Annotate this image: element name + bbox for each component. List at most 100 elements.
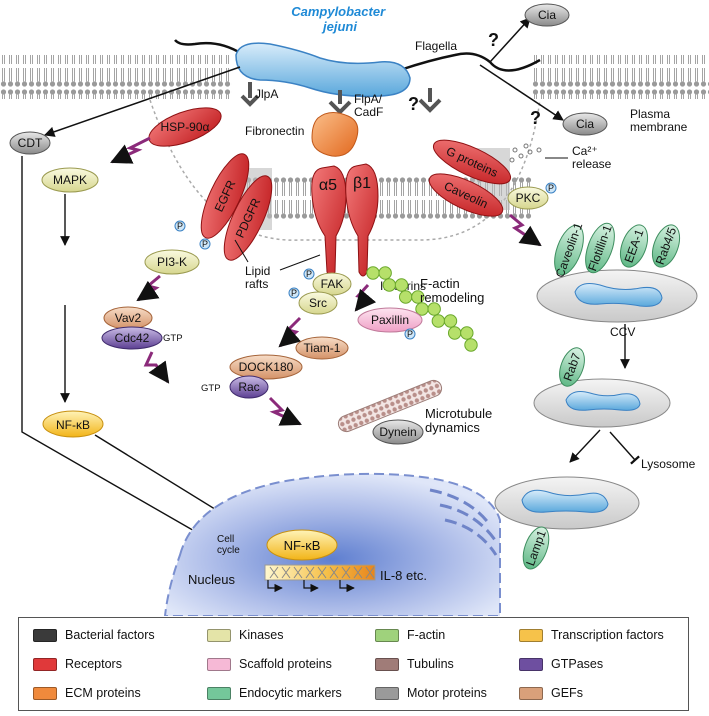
legend-swatch xyxy=(519,686,543,700)
paxillin-label: Paxillin xyxy=(371,313,409,327)
signal-cdc42 xyxy=(143,351,170,384)
f-actin-bead xyxy=(382,278,397,292)
phospho-fak xyxy=(303,268,315,280)
nucleus-label: Nucleus xyxy=(188,572,235,587)
plasma-membrane-left xyxy=(0,55,232,99)
phospho-pkc-label: P xyxy=(548,183,554,193)
flpa-label: FlpA/ CadF xyxy=(354,92,385,119)
microtubule xyxy=(337,379,443,433)
arrow-to-cia-bottom xyxy=(479,64,564,121)
nfkb-cytoplasm-label: NF-κB xyxy=(56,418,90,432)
cell-cycle-label: Cell cycle xyxy=(217,534,240,556)
f-actin-bead xyxy=(411,290,425,304)
legend-item: Motor proteins xyxy=(375,684,487,702)
fak-label: FAK xyxy=(321,277,344,291)
cia-bottom xyxy=(562,112,608,136)
legend-label: F-actin xyxy=(407,628,446,642)
legend-label: ECM proteins xyxy=(65,686,141,700)
dna-helix-pattern xyxy=(269,566,375,579)
legend-label: GTPases xyxy=(551,657,604,671)
microtubule-label: Microtubule dynamics xyxy=(425,406,496,435)
fibronectin-label: Fibronectin xyxy=(245,124,304,138)
legend-item: Bacterial factors xyxy=(33,626,155,644)
endoplasmic-reticulum xyxy=(429,488,498,556)
rac-label: Rac xyxy=(238,380,259,394)
legend-item: ECM proteins xyxy=(33,684,141,702)
campylobacter-jejuni xyxy=(235,42,411,98)
nfkb-nucleus xyxy=(266,529,338,561)
lamp1-marker xyxy=(522,526,550,570)
legend-swatch xyxy=(207,686,231,700)
transcription-arrows xyxy=(267,580,355,593)
legend-label: Motor proteins xyxy=(407,686,487,700)
f-actin-bead xyxy=(378,266,392,280)
legend-item: Receptors xyxy=(33,655,122,673)
flotillin1-marker xyxy=(585,222,615,274)
flagella-label: Flagella xyxy=(415,39,457,53)
unknown-adhesin xyxy=(418,88,442,113)
signal-hsp90-to-mapk xyxy=(110,136,151,164)
ccv-label: CCV xyxy=(610,325,635,339)
dynein xyxy=(372,419,424,445)
f-actin-bead xyxy=(431,314,446,328)
signal-rac xyxy=(268,396,302,426)
f-actin-bead xyxy=(394,278,409,292)
legend-swatch xyxy=(375,657,399,671)
legend-swatch xyxy=(207,628,231,642)
lipid-raft-pointer-1 xyxy=(234,239,249,263)
legend-item: Endocytic markers xyxy=(207,684,342,702)
legend-item: Kinases xyxy=(207,626,283,644)
legend-label: Kinases xyxy=(239,628,284,642)
hsp90-label: HSP-90α xyxy=(161,120,210,134)
dna-mark xyxy=(305,566,315,579)
legend-item: Scaffold proteins xyxy=(207,655,332,673)
pi3k xyxy=(144,249,200,275)
legend-item: Tubulins xyxy=(375,655,454,673)
cia-top-label: Cia xyxy=(538,8,556,22)
jlpa-label: JlpA xyxy=(255,87,278,101)
vav2-label: Vav2 xyxy=(115,311,142,325)
paxillin xyxy=(357,307,423,333)
signal-src-to-dock180 xyxy=(278,316,302,348)
dock180 xyxy=(229,354,303,380)
legend-swatch xyxy=(519,628,543,642)
mapk xyxy=(41,167,99,193)
dna-mark xyxy=(269,566,279,579)
rac-gtp-label: GTP xyxy=(201,383,221,394)
dock180-label: DOCK180 xyxy=(239,360,294,374)
f-actin-bead xyxy=(427,302,441,316)
cdt-label: CDT xyxy=(18,136,43,150)
phospho-pkc xyxy=(545,182,557,194)
signal-caveolin-to-ccv xyxy=(509,213,542,247)
dna-strand xyxy=(264,564,376,581)
legend-label: Tubulins xyxy=(407,657,454,671)
rab7-marker xyxy=(559,347,585,387)
legend-item: GEFs xyxy=(519,684,583,702)
pdgfr xyxy=(223,175,273,261)
pkc xyxy=(507,186,549,210)
cia-bottom-label: Cia xyxy=(576,117,594,131)
caveolin xyxy=(428,173,504,217)
phospho-fak-label: P xyxy=(306,269,312,279)
f-actin-bead xyxy=(460,326,474,340)
beta1-label: β1 xyxy=(353,175,371,192)
late-endosome-bacterium xyxy=(565,391,641,411)
bacterium-label: Campylobacter jejuni xyxy=(291,4,389,34)
legend-label: GEFs xyxy=(551,686,583,700)
nfkb-nucleus-label: NF-κB xyxy=(284,538,321,553)
final-vesicle-bacterium xyxy=(521,489,609,513)
legend-swatch xyxy=(33,686,57,700)
dna-mark xyxy=(353,566,363,579)
mapk-label: MAPK xyxy=(53,173,87,187)
cdc42-label: Cdc42 xyxy=(115,331,150,345)
cdc42 xyxy=(101,326,163,350)
legend-swatch xyxy=(375,628,399,642)
fibronectin xyxy=(311,112,359,157)
f-actin-bead xyxy=(447,326,462,340)
question-mark-3: ? xyxy=(408,94,419,114)
legend-swatch xyxy=(375,686,399,700)
lipid-rafts-label: Lipid rafts xyxy=(245,264,274,291)
lysosome-label: Lysosome xyxy=(641,457,696,471)
legend-item: GTPases xyxy=(519,655,603,673)
g-proteins xyxy=(432,139,512,185)
